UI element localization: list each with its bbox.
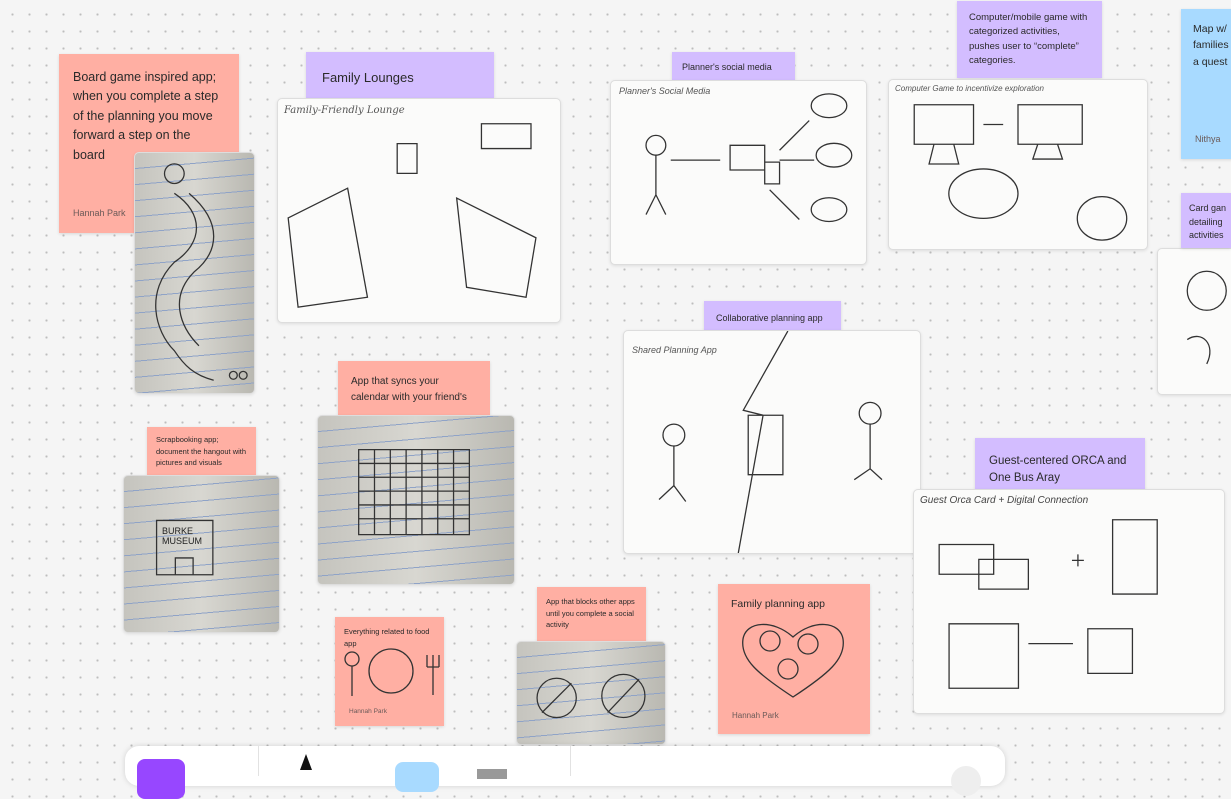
- sketch-orca-card[interactable]: Guest Orca Card + Digital Connection: [913, 489, 1225, 714]
- bottom-toolbar: [125, 746, 1005, 799]
- heart-drawing: [742, 623, 844, 698]
- sketch-title: Shared Planning App: [632, 345, 717, 355]
- sketch-burke-museum[interactable]: BURKE MUSEUM: [123, 475, 280, 633]
- sticky-note-card-game[interactable]: Card gan detailing activities: [1181, 193, 1231, 248]
- sketch-card-game[interactable]: [1157, 248, 1231, 395]
- sticky-note-computer-game[interactable]: Computer/mobile game with categorized ac…: [957, 1, 1102, 78]
- note-text: Scrapbooking app; document the hangout w…: [156, 435, 247, 468]
- select-tool-button[interactable]: [137, 759, 185, 799]
- sketch-blocked-apps[interactable]: [516, 641, 666, 745]
- marker-tool-button[interactable]: [300, 754, 312, 770]
- sticky-note-blocks-apps[interactable]: App that blocks other apps until you com…: [537, 587, 646, 642]
- sketch-title: Family-Friendly Lounge: [284, 105, 405, 116]
- toolbar-divider: [570, 746, 571, 776]
- sketch-title: Guest Orca Card + Digital Connection: [920, 495, 1089, 506]
- note-text: Board game inspired app; when you comple…: [73, 70, 219, 162]
- food-drawing: [344, 648, 440, 696]
- sticky-note-family-planning[interactable]: Family planning app Hannah Park: [718, 584, 870, 734]
- note-text: Map w/ families a quest: [1193, 23, 1229, 68]
- sticky-note-collaborative[interactable]: Collaborative planning app: [704, 301, 841, 331]
- note-text: Collaborative planning app: [716, 313, 823, 323]
- sketch-computer-game[interactable]: Computer Game to incentivize exploration: [888, 79, 1148, 250]
- note-author: Hannah Park: [732, 710, 779, 720]
- sticky-note-family-lounges[interactable]: Family Lounges: [306, 52, 494, 98]
- note-author: Hannah Park: [349, 707, 387, 715]
- sketch-family-lounge[interactable]: Family-Friendly Lounge: [277, 98, 561, 323]
- note-text: Guest-centered ORCA and One Bus Aray: [989, 455, 1127, 484]
- sticky-note-guest-orca[interactable]: Guest-centered ORCA and One Bus Aray: [975, 438, 1145, 490]
- note-text: App that syncs your calendar with your f…: [351, 376, 467, 403]
- sticky-note-calendar-sync[interactable]: App that syncs your calendar with your f…: [338, 361, 490, 415]
- sticky-note-planner-social[interactable]: Planner's social media: [672, 52, 795, 80]
- note-text: Everything related to food app: [344, 627, 430, 648]
- sticky-note-map-quest[interactable]: Map w/ families a quest Nithya: [1181, 9, 1231, 159]
- note-text: App that blocks other apps until you com…: [546, 597, 635, 630]
- sticky-note-food[interactable]: Everything related to food app Hannah Pa…: [335, 617, 444, 726]
- sketch-planner-social[interactable]: Planner's Social Media: [610, 80, 867, 265]
- sketch-title: Planner's Social Media: [619, 86, 711, 96]
- sketch-title: Computer Game to incentivize exploration: [895, 84, 1044, 93]
- toolbar-divider: [258, 746, 259, 776]
- sticky-note-scrapbooking[interactable]: Scrapbooking app; document the hangout w…: [147, 427, 256, 475]
- sticky-note-tool-button[interactable]: [395, 762, 439, 792]
- note-text: Family planning app: [731, 598, 825, 610]
- note-author: Nithya: [1195, 134, 1221, 145]
- sketch-label: BURKE MUSEUM: [162, 526, 202, 546]
- note-text: Card gan detailing activities: [1189, 203, 1227, 240]
- note-text: Planner's social media: [682, 62, 772, 72]
- note-author: Hannah Park: [73, 208, 126, 219]
- sketch-calendar-grid[interactable]: [317, 415, 515, 585]
- sketch-board-game-path[interactable]: [134, 152, 255, 394]
- note-text: Computer/mobile game with categorized ac…: [969, 12, 1088, 66]
- sketch-shared-planning[interactable]: Shared Planning App: [623, 330, 921, 554]
- note-text: Family Lounges: [322, 70, 414, 85]
